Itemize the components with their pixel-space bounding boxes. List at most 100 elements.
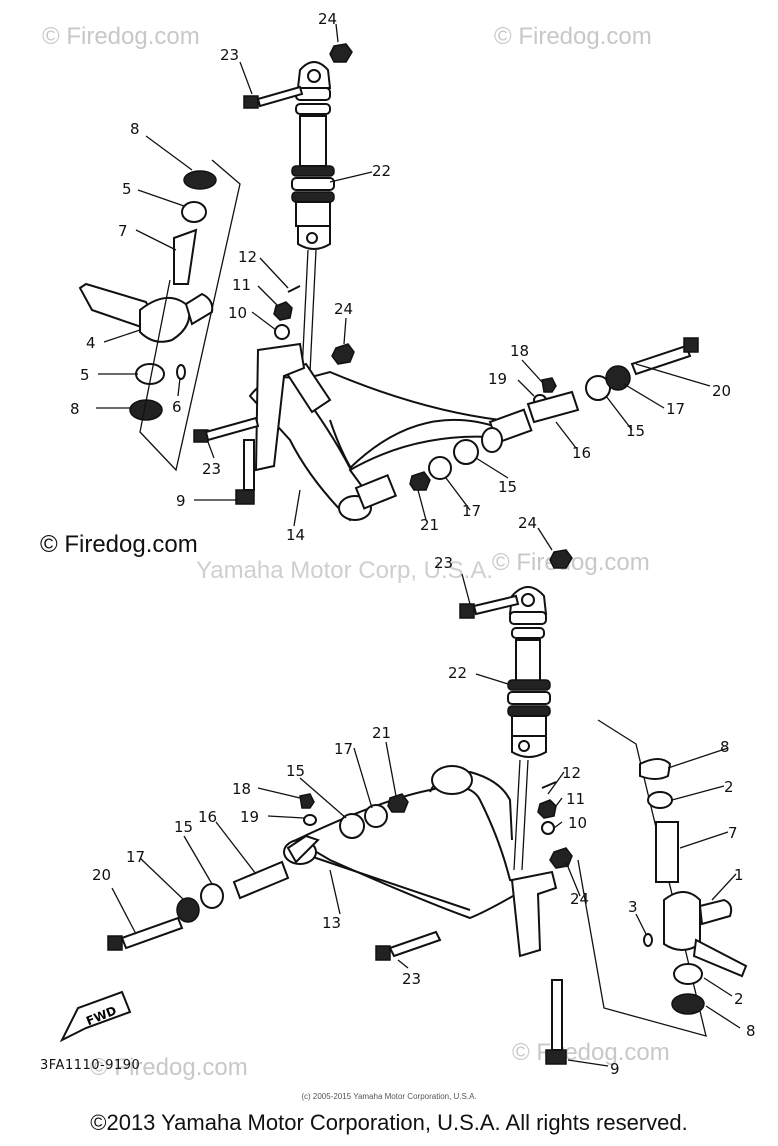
callout-label: 5 bbox=[122, 180, 132, 198]
pivot-pin bbox=[173, 228, 198, 285]
washer bbox=[541, 821, 555, 835]
callout-label: 2 bbox=[724, 778, 734, 796]
upper-arm bbox=[248, 362, 533, 522]
callout-label: 20 bbox=[712, 382, 731, 400]
callout-label: 24 bbox=[518, 514, 537, 532]
callout-label: 17 bbox=[334, 740, 353, 758]
nut bbox=[331, 343, 355, 365]
shock-absorber bbox=[291, 61, 335, 373]
callout-label: 18 bbox=[232, 780, 251, 798]
callout-label: 13 bbox=[322, 914, 341, 932]
washer bbox=[605, 365, 631, 391]
callout-label: 24 bbox=[570, 890, 589, 908]
nut bbox=[387, 793, 409, 813]
callout-label: 6 bbox=[172, 398, 182, 416]
bushing bbox=[639, 758, 672, 780]
mount-bracket bbox=[254, 342, 306, 472]
bushing bbox=[671, 993, 705, 1015]
callout-label: 12 bbox=[238, 248, 257, 266]
top-assembly bbox=[78, 43, 699, 522]
callout-label: 5 bbox=[80, 366, 90, 384]
bottom-assembly: FWD bbox=[59, 549, 748, 1065]
callout-label: 15 bbox=[286, 762, 305, 780]
cotter-pin bbox=[541, 781, 557, 789]
bolt bbox=[235, 439, 255, 505]
copyright-small: (c) 2005-2015 Yamaha Motor Corporation, … bbox=[301, 1092, 477, 1101]
callout-labels-bottom: 24 23 22 21 17 15 18 19 16 15 17 20 13 1… bbox=[92, 514, 756, 1078]
callout-label: 2 bbox=[734, 990, 744, 1008]
callout-label: 4 bbox=[86, 334, 96, 352]
collar bbox=[673, 963, 703, 985]
collar bbox=[647, 791, 673, 809]
grease-nipple bbox=[643, 933, 653, 947]
callout-label: 17 bbox=[462, 502, 481, 520]
watermark-text: © Firedog.com bbox=[492, 549, 650, 576]
callout-label: 21 bbox=[420, 516, 439, 534]
callout-label: 18 bbox=[510, 342, 529, 360]
bushing bbox=[183, 170, 217, 190]
bolt bbox=[107, 916, 184, 951]
bushing bbox=[585, 375, 611, 401]
collar-sleeve bbox=[232, 860, 290, 900]
mount-bracket bbox=[510, 870, 558, 958]
callout-label: 10 bbox=[228, 304, 247, 322]
lower-arm bbox=[283, 765, 533, 920]
callout-label: 10 bbox=[568, 814, 587, 832]
steering-knuckle bbox=[78, 282, 214, 343]
callout-label: 23 bbox=[220, 46, 239, 64]
callout-label: 7 bbox=[118, 222, 128, 240]
callout-label: 11 bbox=[566, 790, 585, 808]
callout-label: 12 bbox=[562, 764, 581, 782]
washer bbox=[176, 897, 200, 923]
callout-label: 16 bbox=[198, 808, 217, 826]
bushing bbox=[200, 883, 224, 909]
callout-leaders bbox=[96, 23, 741, 1067]
grease-nipple bbox=[541, 377, 557, 393]
watermark-text: © Firedog.com bbox=[494, 23, 652, 50]
washer bbox=[364, 804, 388, 828]
bolt bbox=[243, 85, 304, 109]
callout-label: 23 bbox=[202, 460, 221, 478]
callout-label: 8 bbox=[130, 120, 140, 138]
grease-nipple bbox=[299, 793, 315, 809]
callout-label: 17 bbox=[126, 848, 145, 866]
collar bbox=[181, 201, 207, 223]
callout-label: 1 bbox=[734, 866, 744, 884]
callout-label: 15 bbox=[498, 478, 517, 496]
callout-label: 8 bbox=[720, 738, 730, 756]
washer bbox=[274, 324, 290, 340]
callout-label: 3 bbox=[628, 898, 638, 916]
callout-label: 15 bbox=[174, 818, 193, 836]
callout-labels-top: 24 23 8 22 5 7 12 11 10 24 4 5 8 6 23 18… bbox=[70, 10, 731, 544]
collar-sleeve bbox=[526, 390, 580, 424]
callout-label: 23 bbox=[402, 970, 421, 988]
nut bbox=[409, 471, 431, 491]
copyright-notice: ©2013 Yamaha Motor Corporation, U.S.A. A… bbox=[90, 1110, 688, 1135]
callout-label: 9 bbox=[176, 492, 186, 510]
watermark-text: © Firedog.com bbox=[512, 1039, 670, 1066]
nut bbox=[329, 43, 353, 63]
brand-watermark: Yamaha Motor Corp, U.S.A. bbox=[196, 557, 493, 584]
cotter-pin bbox=[287, 285, 301, 293]
callout-label: 20 bbox=[92, 866, 111, 884]
callout-label: 24 bbox=[334, 300, 353, 318]
callout-label: 19 bbox=[240, 808, 259, 826]
washer bbox=[303, 814, 317, 826]
callout-label: 21 bbox=[372, 724, 391, 742]
nut bbox=[273, 301, 293, 321]
callout-label: 9 bbox=[610, 1060, 620, 1078]
bushing bbox=[339, 813, 365, 839]
callout-label: 14 bbox=[286, 526, 305, 544]
callout-label: 22 bbox=[372, 162, 391, 180]
bolt bbox=[375, 930, 442, 961]
callout-label: 19 bbox=[488, 370, 507, 388]
steering-knuckle bbox=[663, 891, 748, 978]
diagram-code: 3FA1110-9190 bbox=[40, 1058, 141, 1073]
watermark-text-dark: © Firedog.com bbox=[40, 531, 198, 558]
watermark-group: © Firedog.com © Firedog.com © Firedog.co… bbox=[40, 23, 670, 1081]
nut bbox=[537, 799, 557, 819]
callout-label: 16 bbox=[572, 444, 591, 462]
watermark-text: © Firedog.com bbox=[90, 1054, 248, 1081]
nut bbox=[549, 549, 573, 569]
